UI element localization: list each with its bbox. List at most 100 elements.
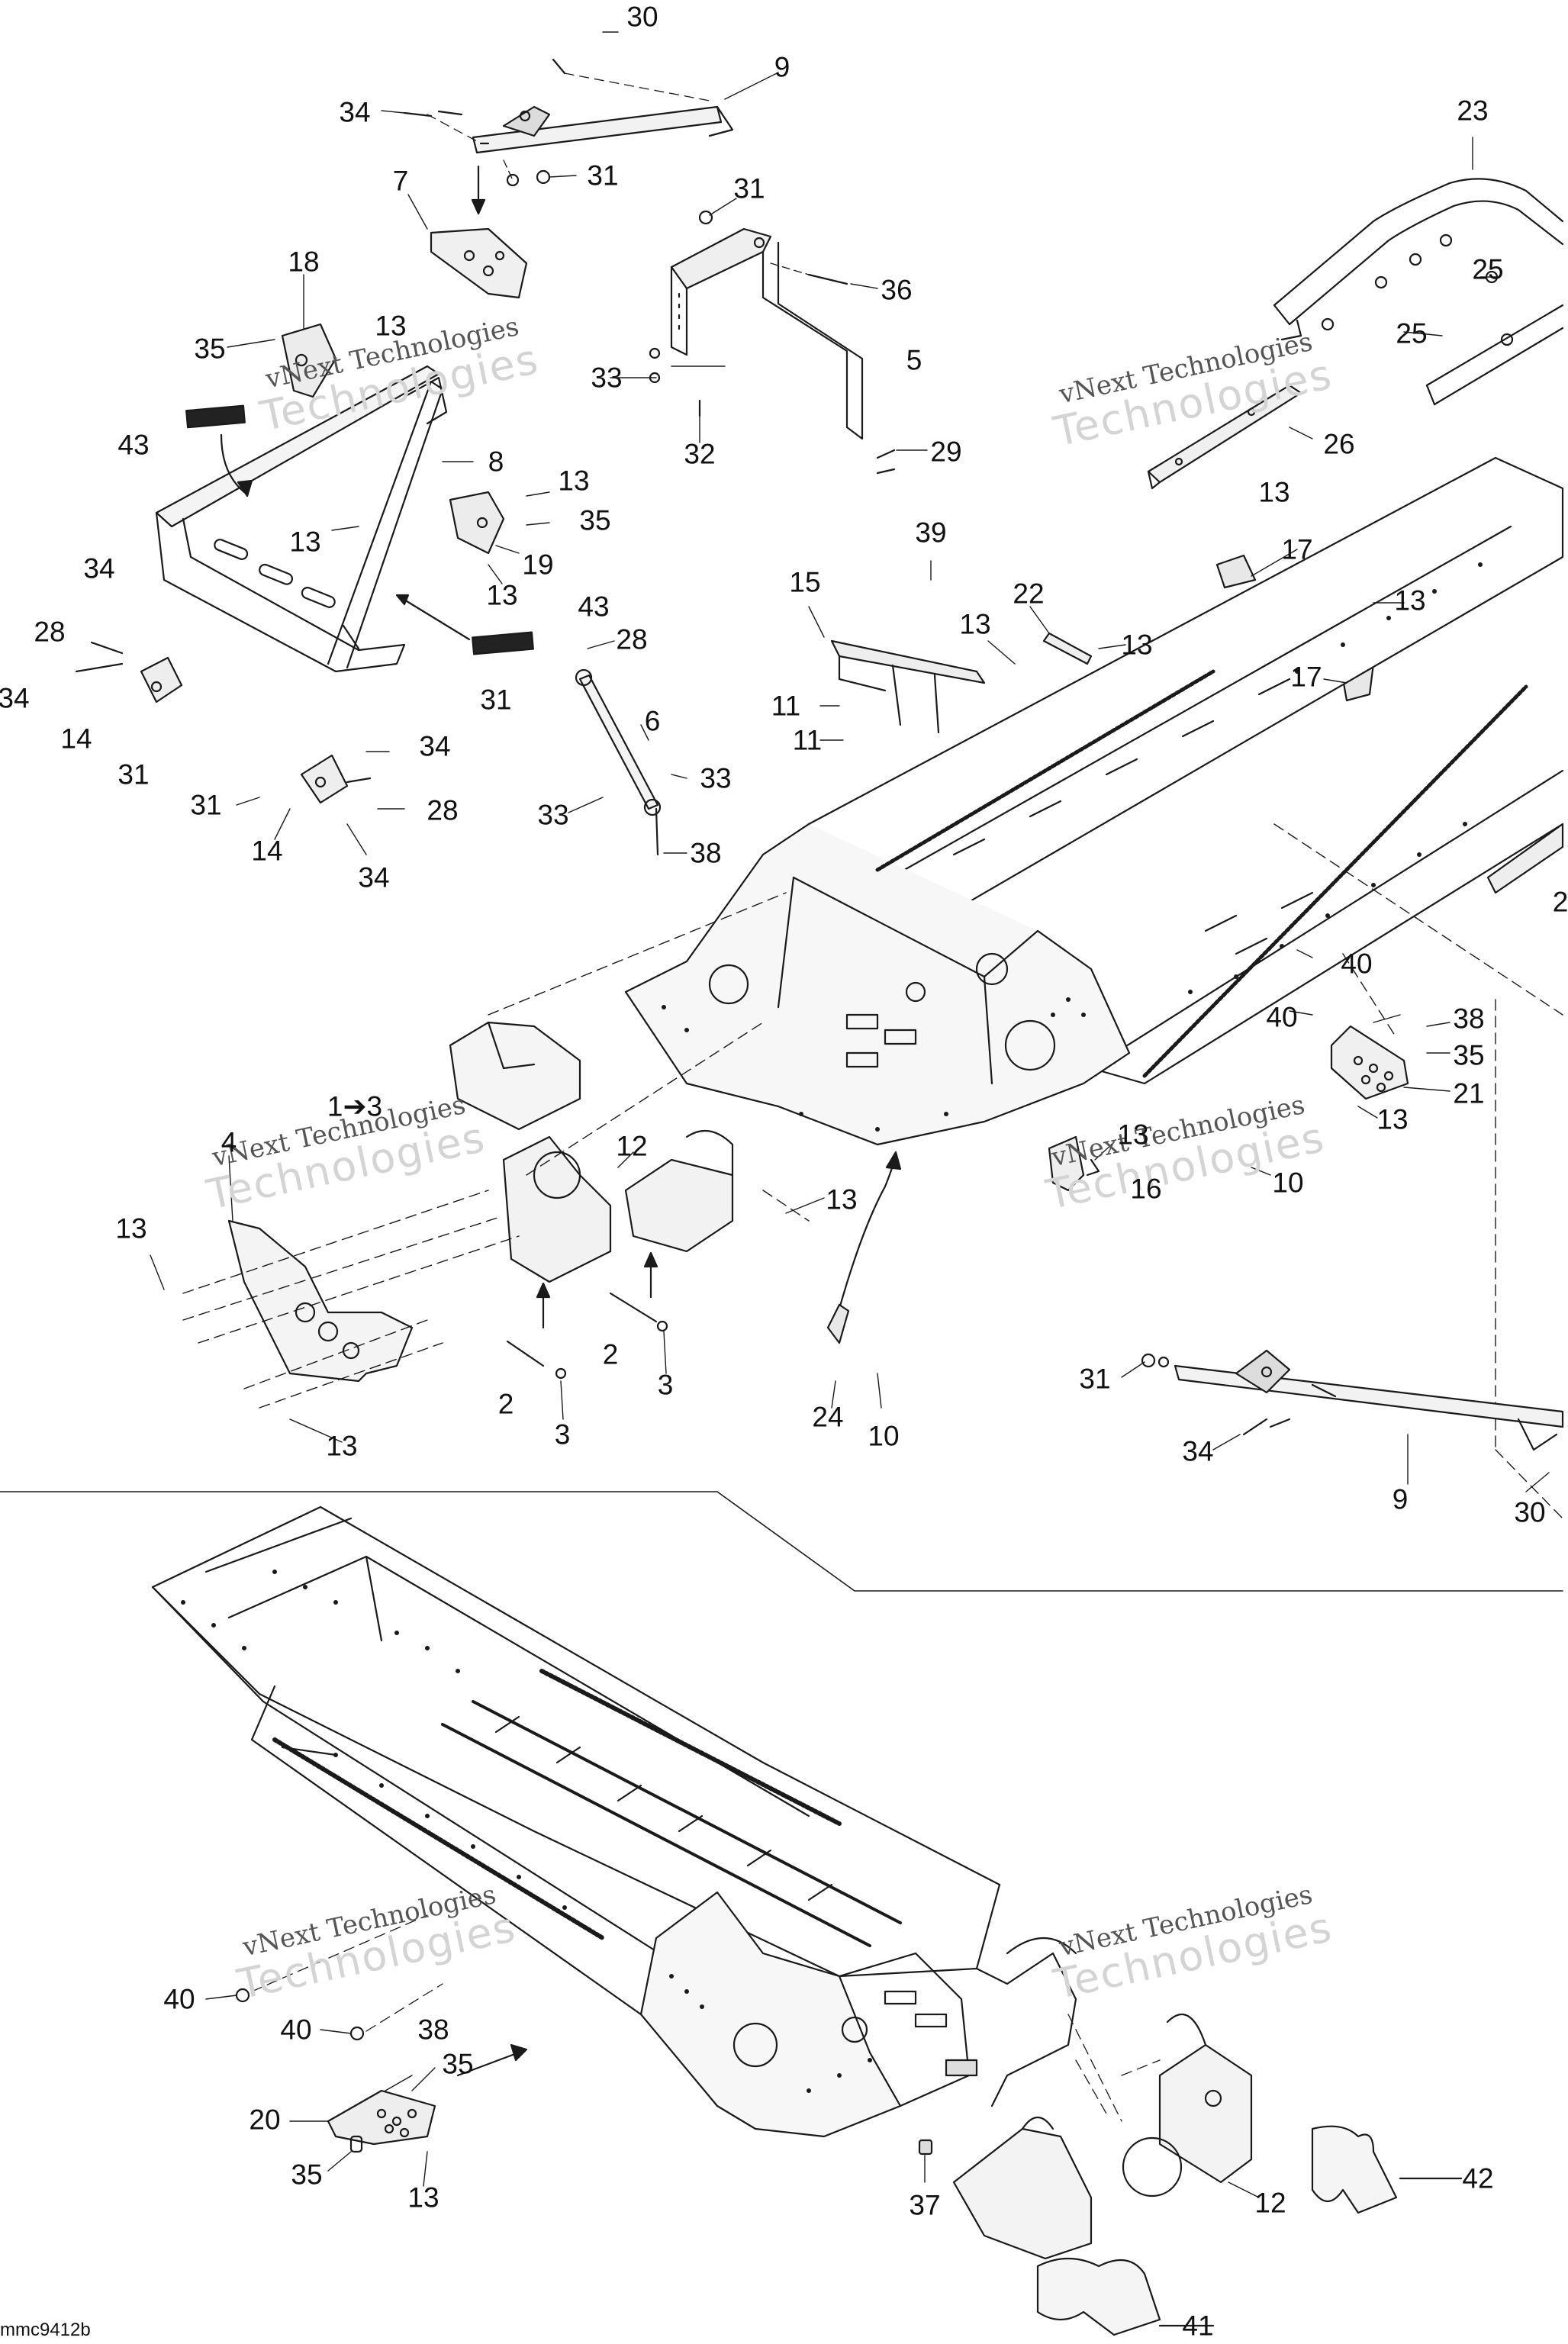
part-8-front-support [155,365,448,673]
part-7-bracket [430,227,528,299]
callout-30-b: 30 [1514,1496,1546,1528]
callout-13-b: 13 [558,465,590,497]
callout-8: 8 [488,446,504,478]
part-12-lower-brackets [952,2014,1253,2260]
part-9-lower-bracket [1174,1349,1564,1451]
callout-40-a: 40 [1341,948,1373,980]
arrow-43-to-8 [220,433,246,494]
lower-main-chassis [151,1505,1077,2138]
callout-31-c: 31 [480,684,512,716]
callout-34-c: 34 [0,682,30,714]
part-17-bracket-a [1215,554,1257,589]
callout-35-e: 35 [291,2159,323,2191]
callout-28-a: 28 [34,616,66,648]
callout-12-b: 12 [1254,2187,1286,2219]
arrow-up-3b [643,1251,658,1299]
callout-43-a: 43 [118,429,150,461]
arrow-24-to-chassis [838,1158,896,1310]
callout-17-a: 17 [1281,533,1313,565]
figure-code: mmc9412b [0,2320,91,2340]
callout-15: 15 [789,566,821,598]
callout-13-d: 13 [486,579,518,611]
callout-23: 23 [1457,95,1489,127]
callout-2-edge: 2 [1552,886,1568,918]
callout-40-d: 40 [280,2014,312,2046]
callout-35-b: 35 [579,504,611,536]
part-30-bolt-top [552,58,710,101]
part-31-34-lower [1141,1353,1291,1436]
callout-7: 7 [392,165,409,197]
callout-36: 36 [881,274,913,306]
part-15-bracket [830,639,986,734]
part-34-bolts-top [403,110,478,142]
callout-31-d: 31 [118,758,150,790]
callout-11-a: 11 [771,690,801,722]
callout-13-i: 13 [1376,1103,1409,1135]
part-36-bolt [770,262,848,285]
part-29-screws [876,449,896,475]
arrow-43-to-frame [399,596,471,641]
part-19-bracket [449,491,505,555]
callout-25-b: 25 [1396,317,1428,349]
part-21-footrest [1330,1025,1409,1100]
callout-13-m: 13 [326,1430,358,1462]
callout-35-d: 35 [442,2048,474,2080]
callout-14-b: 14 [251,835,283,867]
callout-32: 32 [684,438,716,470]
callout-43-b: 43 [578,591,610,623]
callout-13-n: 13 [407,2181,439,2214]
part-31-nuts-top [503,159,551,187]
callout-37: 37 [909,2189,941,2221]
callout-40-c: 40 [163,1983,195,2015]
part-40-plugs [235,1914,443,2041]
callout-13-h: 13 [1121,629,1153,661]
callout-2-b: 2 [497,1388,514,1420]
part-6-strut [575,668,662,856]
callout-13-l: 13 [115,1212,147,1244]
callout-33-c: 33 [537,799,569,831]
callout-13-f: 13 [1394,584,1426,617]
callout-5: 5 [906,344,922,376]
callout-1-to-3: 1➔3 [327,1090,383,1122]
part-42-skid-pad [1311,2125,1398,2214]
callout-39: 39 [915,517,947,549]
callout-34-e: 34 [358,861,390,893]
part-14-right-bracket [300,754,372,804]
callout-35-c: 35 [1453,1039,1485,1071]
callout-41: 41 [1182,2310,1214,2342]
callout-13-e: 13 [1258,476,1290,508]
callout-21: 21 [1453,1077,1485,1109]
part-16-bracket [1048,1135,1100,1192]
callout-10-a: 10 [1272,1167,1304,1199]
arrow-20-to-chassis [456,2051,520,2077]
callout-13-a: 13 [375,310,407,342]
callout-10-b: 10 [868,1420,900,1452]
callout-18: 18 [288,246,320,278]
part-41-skid-pad [1036,2257,1161,2336]
callout-33-b: 33 [700,762,732,794]
callout-12-a: 12 [616,1130,648,1162]
callout-9-b: 9 [1392,1483,1409,1515]
callout-34-b: 34 [83,552,115,584]
callout-38-c: 38 [417,2014,449,2046]
part-31-nut-hoop [698,210,713,225]
callout-31-f: 31 [1079,1363,1111,1395]
part-14-left-bracket [75,641,183,704]
callout-38-a: 38 [690,837,722,869]
callout-19: 19 [522,549,554,581]
part-43-decal-lower [472,631,534,655]
callout-28-c: 28 [427,794,459,826]
callout-29: 29 [930,436,962,468]
callout-24: 24 [812,1401,844,1433]
callout-28-b: 28 [616,623,648,655]
view-separator-line [0,1491,1563,1592]
callout-31-a: 31 [587,159,619,192]
part-9-upper-bracket [472,105,734,154]
callout-17-b: 17 [1290,661,1322,693]
callout-34-a: 34 [339,96,371,128]
callout-13-g: 13 [959,608,991,640]
callout-4: 4 [221,1126,237,1158]
part-2-edge-rail [1486,823,1564,894]
callout-31-e: 31 [190,789,222,821]
